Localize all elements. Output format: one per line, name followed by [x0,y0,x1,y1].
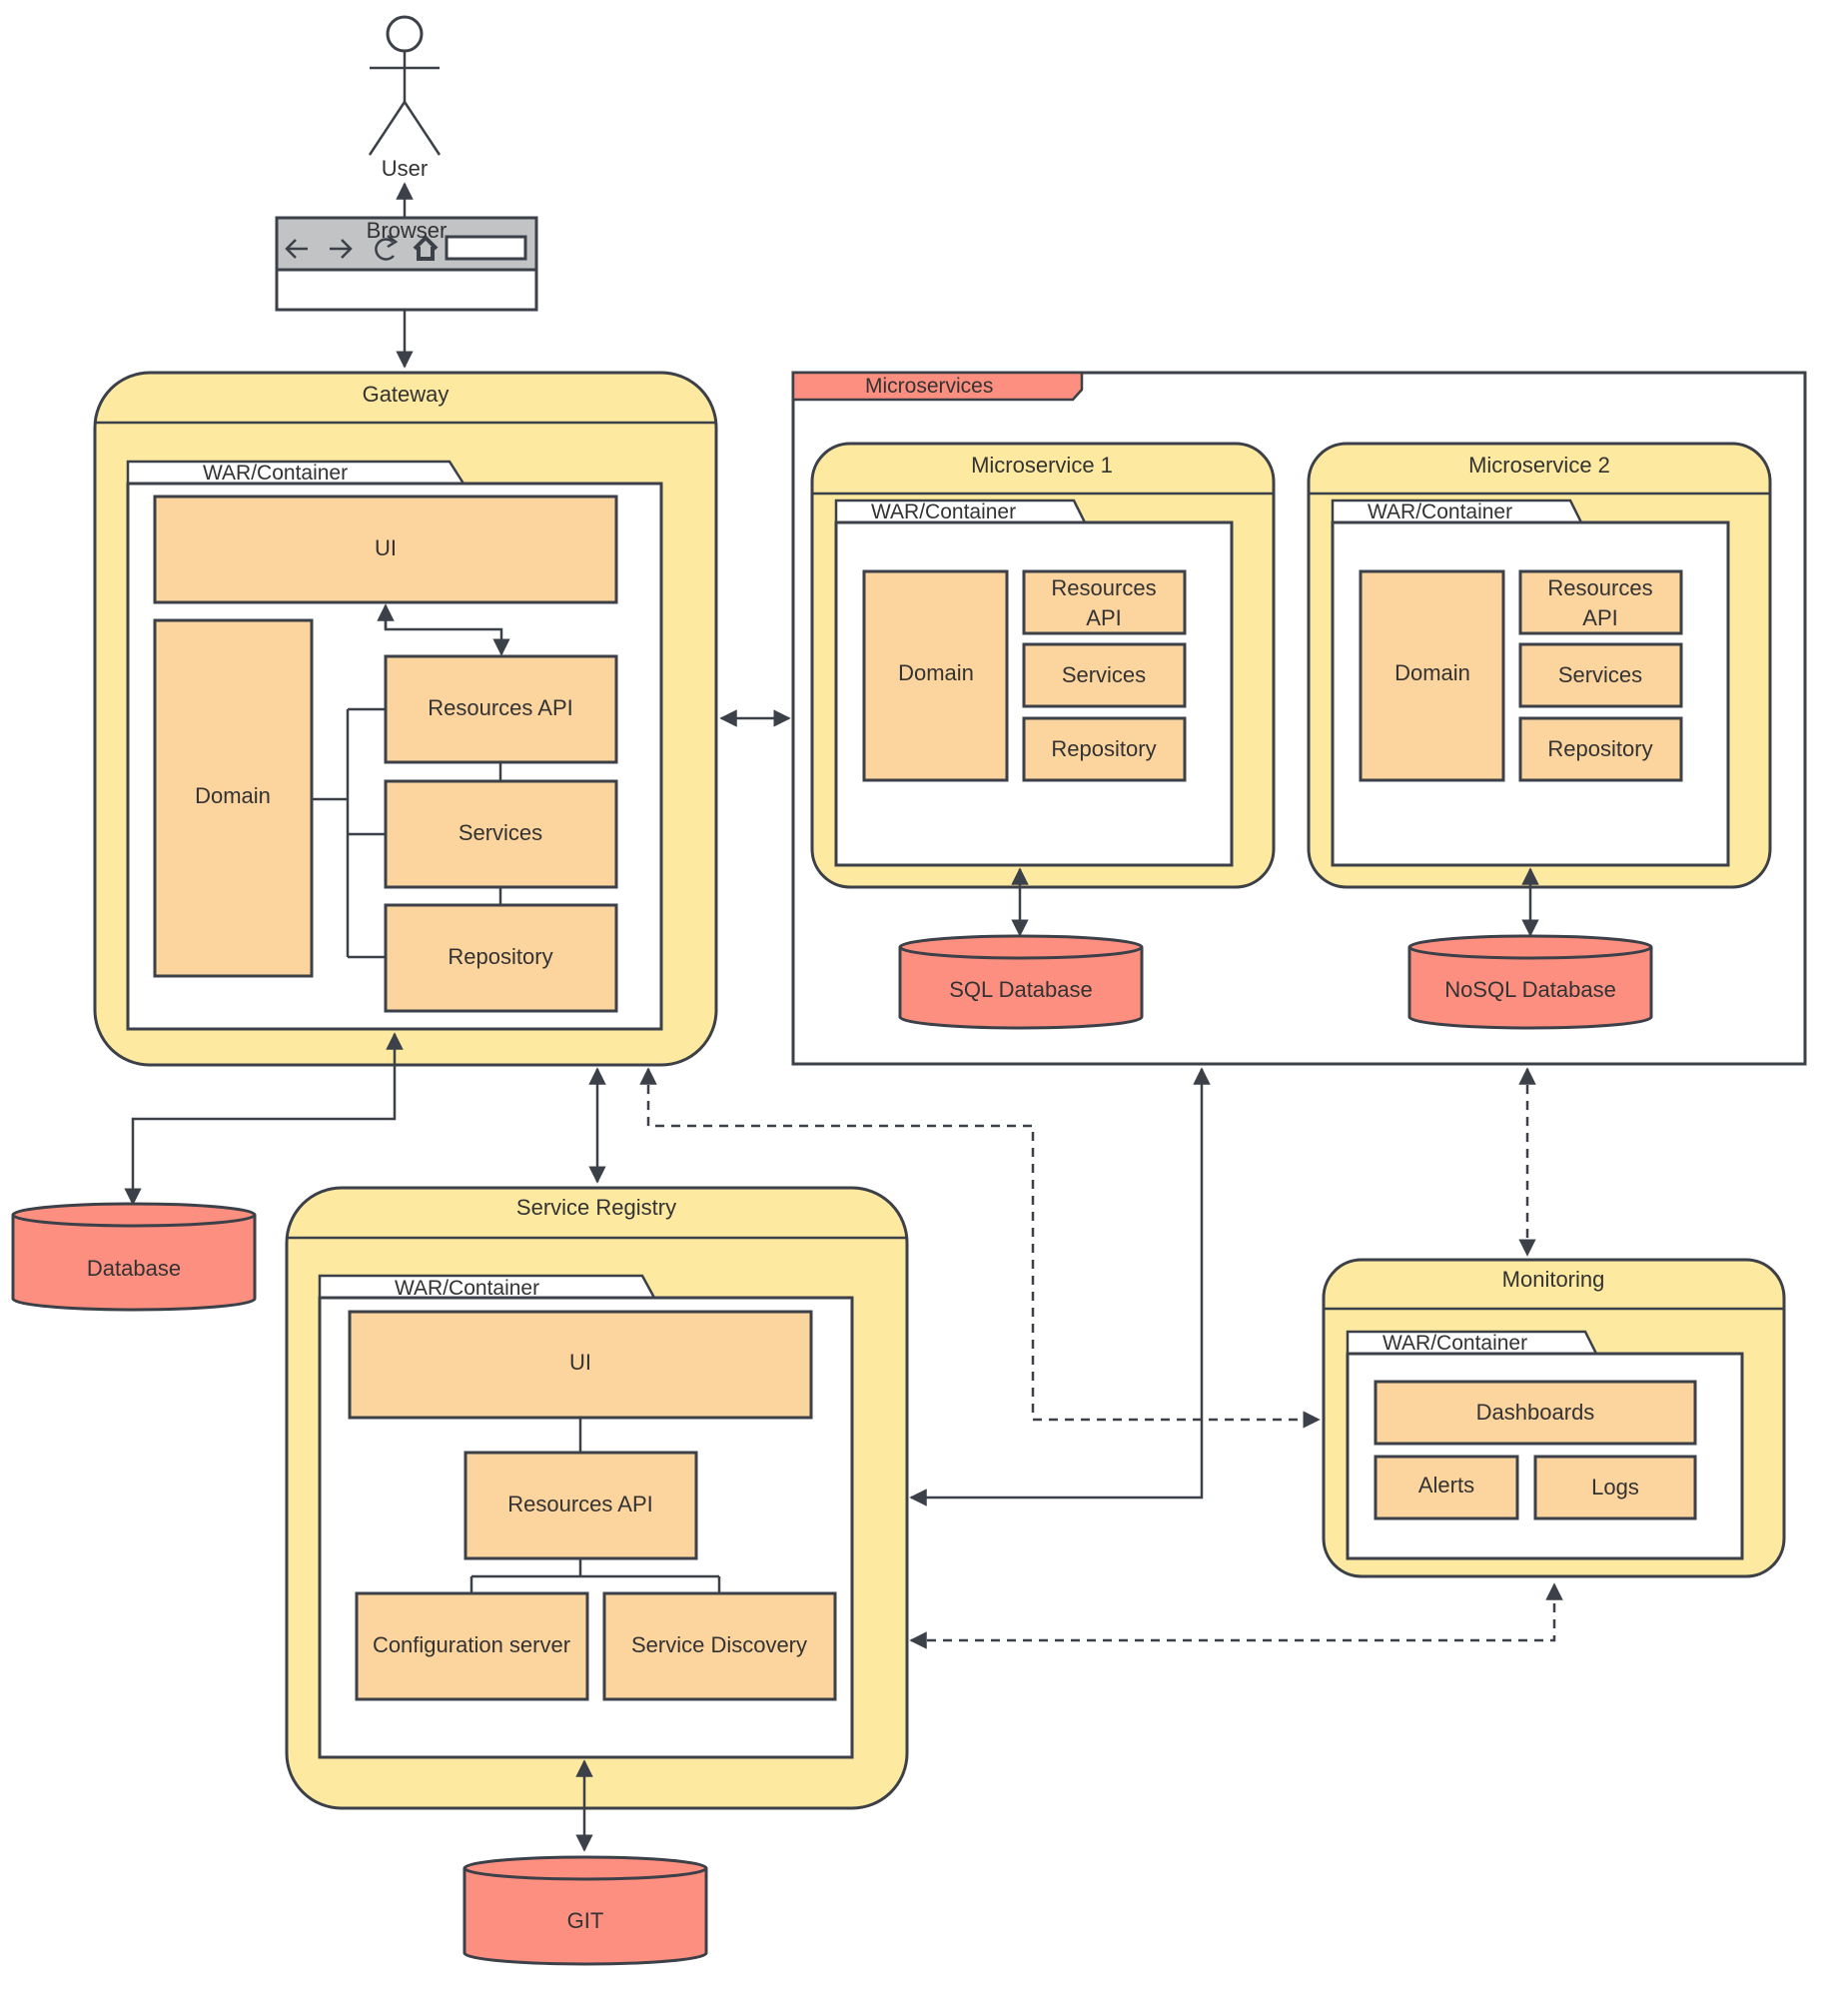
microservice-1-panel[interactable]: Microservice 1 WAR/Container Domain Reso… [810,442,1276,889]
gateway-panel[interactable]: Gateway WAR/Container UI Domain Resource… [93,371,718,1067]
svg-text:Resources API: Resources API [507,1492,653,1516]
svg-text:Repository: Repository [1051,736,1156,761]
ms2-repository-node[interactable]: Repository [1518,716,1683,782]
svg-text:UI: UI [375,535,397,560]
gateway-ui-node[interactable]: UI [153,495,618,604]
svg-text:WAR/Container: WAR/Container [1368,500,1512,523]
svg-text:Repository: Repository [1547,736,1652,761]
monitoring-panel[interactable]: Monitoring WAR/Container Dashboards Aler… [1322,1258,1786,1578]
ms1-services-node[interactable]: Services [1022,642,1187,708]
home-icon [413,235,439,261]
svg-text:Microservice 1: Microservice 1 [971,453,1113,478]
svg-text:Domain: Domain [195,783,271,808]
svg-text:GIT: GIT [567,1908,604,1933]
microservices-title: Microservices [865,375,993,398]
user-label: User [382,156,428,181]
svg-text:Service Registry: Service Registry [516,1195,676,1220]
svg-text:WAR/Container: WAR/Container [871,500,1016,523]
registry-ui-node[interactable]: UI [348,1310,813,1420]
svg-text:Resources: Resources [1051,575,1156,600]
microservices-frame[interactable]: Microservices Microservice 1 WAR/Contain… [791,371,1807,1066]
ms1-repository-node[interactable]: Repository [1022,716,1187,782]
gateway-database[interactable]: Database [11,1202,257,1312]
microservices-registry-arrow [909,1067,1211,1506]
svg-text:API: API [1086,605,1121,630]
svg-text:Database: Database [87,1256,181,1281]
configuration-server-node[interactable]: Configuration server [355,1591,589,1701]
gateway-services-node[interactable]: Services [384,779,618,889]
svg-text:Configuration server: Configuration server [373,1632,570,1657]
gateway-monitoring-dashed-arrow [639,1067,1321,1429]
gateway-container-label: WAR/Container [203,462,348,485]
gateway-database-arrow [124,1032,404,1206]
svg-text:Service Discovery: Service Discovery [631,1632,807,1657]
nosql-database[interactable]: NoSQL Database [1407,934,1653,1030]
svg-text:Resources: Resources [1547,575,1652,600]
svg-text:Domain: Domain [1394,660,1470,685]
gateway-domain-node[interactable]: Domain [153,618,314,978]
ms1-resources-api-node[interactable]: Resources API [1022,569,1187,635]
ms2-resources-api-node[interactable]: Resources API [1518,569,1683,635]
svg-text:UI: UI [569,1350,591,1375]
back-arrow-icon [285,239,308,259]
svg-text:WAR/Container: WAR/Container [395,1277,539,1300]
address-bar[interactable] [445,235,527,261]
user-actor[interactable]: User [368,15,442,181]
forward-arrow-icon [330,239,353,259]
svg-text:Services: Services [1062,662,1146,687]
svg-text:Resources API: Resources API [428,695,573,720]
browser-label: Browser [367,218,448,243]
svg-text:API: API [1582,605,1617,630]
svg-text:Domain: Domain [898,660,974,685]
domain-connector [312,707,386,959]
svg-text:Monitoring: Monitoring [1502,1267,1605,1292]
registry-monitoring-dashed-arrow [909,1582,1563,1649]
microservice-2-panel[interactable]: Microservice 2 WAR/Container Domain Reso… [1307,442,1772,889]
ms2-services-node[interactable]: Services [1518,642,1683,708]
svg-text:Services: Services [1558,662,1642,687]
svg-text:Dashboards: Dashboards [1476,1400,1595,1425]
svg-text:Services: Services [459,820,542,845]
person-icon [368,15,442,156]
ms2-domain-node[interactable]: Domain [1359,569,1505,782]
sql-database[interactable]: SQL Database [898,934,1144,1030]
gateway-title: Gateway [363,382,450,407]
ms1-domain-node[interactable]: Domain [862,569,1009,782]
reload-icon [375,235,399,261]
browser-window[interactable]: Browser [275,216,538,312]
service-registry-panel[interactable]: Service Registry WAR/Container UI Resour… [285,1186,909,1810]
dashboards-node[interactable]: Dashboards [1374,1380,1697,1446]
svg-text:Repository: Repository [448,944,552,969]
svg-text:SQL Database: SQL Database [949,977,1093,1002]
gateway-resources-api-node[interactable]: Resources API [384,654,618,764]
svg-text:Logs: Logs [1591,1475,1639,1500]
git-database[interactable]: GIT [462,1855,708,1966]
svg-text:Alerts: Alerts [1418,1473,1474,1498]
svg-text:Microservice 2: Microservice 2 [1468,453,1610,478]
logs-node[interactable]: Logs [1533,1455,1697,1520]
alerts-node[interactable]: Alerts [1374,1455,1519,1520]
gateway-repository-node[interactable]: Repository [384,903,618,1013]
registry-resources-api-node[interactable]: Resources API [463,1451,698,1560]
service-discovery-node[interactable]: Service Discovery [602,1591,837,1701]
svg-text:WAR/Container: WAR/Container [1383,1332,1527,1355]
svg-text:NoSQL Database: NoSQL Database [1444,977,1616,1002]
